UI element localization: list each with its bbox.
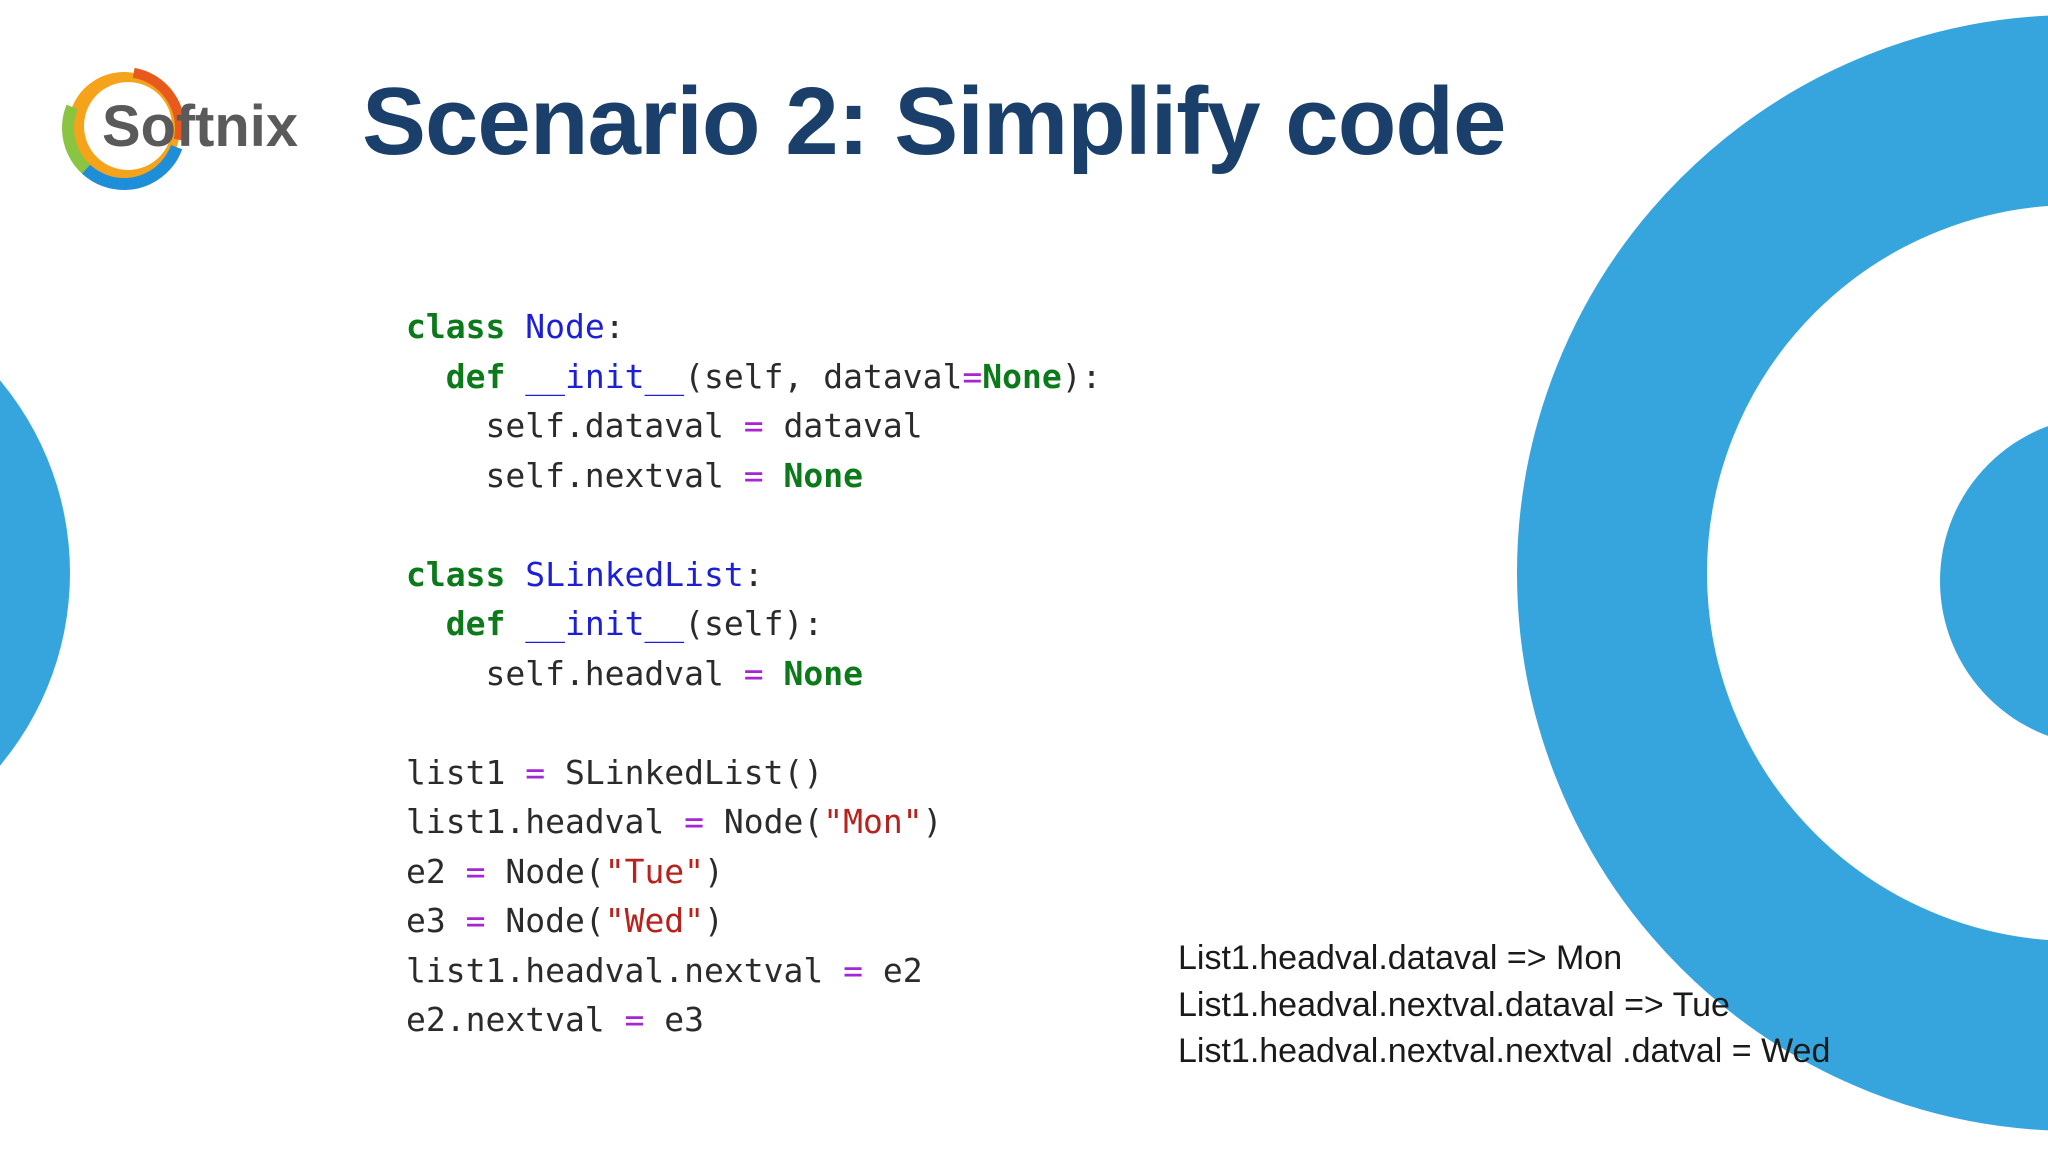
code-token: ) (922, 802, 943, 841)
code-token: Node( (485, 851, 605, 891)
code-token: Node( (704, 802, 824, 841)
code-token: : (743, 554, 764, 594)
code-token: None (783, 455, 863, 495)
notes: List1.headval.dataval => Mon List1.headv… (1178, 935, 1830, 1075)
code-token: e2 (406, 851, 466, 891)
code-line: self.headval = None (406, 649, 1101, 699)
code-line: list1 = SLinkedList() (406, 748, 1101, 798)
code-token (406, 604, 446, 643)
code-token: SLinkedList() (545, 752, 824, 792)
code-token: SLinkedList (525, 554, 744, 594)
code-token: list1.headval.nextval (406, 950, 844, 990)
code-token (764, 654, 784, 693)
code-token: = (684, 802, 705, 841)
code-line (406, 698, 1101, 748)
note-line-2: List1.headval.nextval.dataval => Tue (1178, 985, 1730, 1024)
code-token (505, 555, 525, 594)
code-token: (self, dataval (684, 356, 963, 396)
softnix-logo: Softnix (61, 66, 298, 190)
code-token: = (465, 901, 486, 940)
code-token: self.dataval (406, 406, 744, 445)
code-line: e3 = Node("Wed") (406, 896, 1101, 946)
code-token: class (406, 554, 506, 594)
code-token: None (783, 653, 863, 693)
code-token: def (445, 604, 506, 643)
code-line: e2 = Node("Tue") (406, 847, 1101, 897)
code-token: self.headval (406, 653, 744, 693)
code-token: self.nextval (406, 455, 744, 495)
code-token: "Mon" (823, 802, 923, 841)
code-token: ) (704, 851, 724, 891)
right-blue-ring (1517, 15, 2048, 1131)
code-line: class Node: (406, 302, 1101, 352)
code-token: = (465, 851, 486, 891)
code-line: self.dataval = dataval (406, 401, 1101, 451)
code-block: class Node: def __init__(self, dataval=N… (406, 302, 1101, 1045)
code-token: : (604, 307, 625, 346)
code-token: "Tue" (604, 851, 705, 891)
code-line: def __init__(self): (406, 599, 1101, 649)
code-token: e2.nextval (406, 1000, 625, 1039)
code-token: "Wed" (604, 901, 705, 940)
code-line: list1.headval = Node("Mon") (406, 797, 1101, 847)
code-token: = (743, 455, 764, 495)
code-token: list1 (406, 752, 526, 792)
code-token: Node (525, 307, 605, 346)
code-token: ) (704, 901, 724, 940)
code-token: = (743, 653, 764, 693)
code-token: = (843, 950, 863, 990)
code-token: ): (1061, 356, 1102, 396)
code-line: class SLinkedList: (406, 550, 1101, 600)
code-token: __init__ (525, 356, 685, 396)
code-token: = (743, 406, 764, 445)
code-token: e3 (406, 901, 466, 940)
code-token: None (982, 356, 1062, 396)
code-token (505, 307, 525, 346)
code-token: class (406, 307, 506, 346)
code-token (505, 604, 525, 643)
code-token (764, 456, 784, 495)
note-line-1: List1.headval.dataval => Mon (1178, 939, 1623, 977)
code-token: e2 (862, 950, 923, 990)
code-token: = (525, 752, 546, 792)
code-line: list1.headval.nextval = e2 (406, 946, 1101, 996)
code-token: __init__ (525, 604, 685, 643)
note-line-3: List1.headval.nextval.nextval .datval = … (1178, 1032, 1831, 1070)
code-token: (self): (684, 604, 824, 643)
code-line: self.nextval = None (406, 451, 1101, 501)
code-line: e2.nextval = e3 (406, 995, 1101, 1045)
code-line (406, 500, 1101, 550)
code-token: e3 (644, 1000, 705, 1039)
code-token: list1.headval (406, 802, 685, 841)
code-token: dataval (763, 406, 923, 445)
left-blue-circle (0, 380, 70, 766)
code-token: Node( (485, 901, 605, 940)
code-line: def __init__(self, dataval=None): (406, 352, 1102, 402)
code-token: = (962, 356, 983, 396)
code-token (406, 357, 446, 396)
code-token: def (445, 356, 506, 396)
slide-title: Scenario 2: Simplify code (362, 68, 1506, 175)
right-blue-dot (1940, 426, 2048, 736)
logo-text: Softnix (102, 94, 298, 159)
code-token: = (624, 1000, 645, 1039)
code-token (505, 357, 525, 396)
